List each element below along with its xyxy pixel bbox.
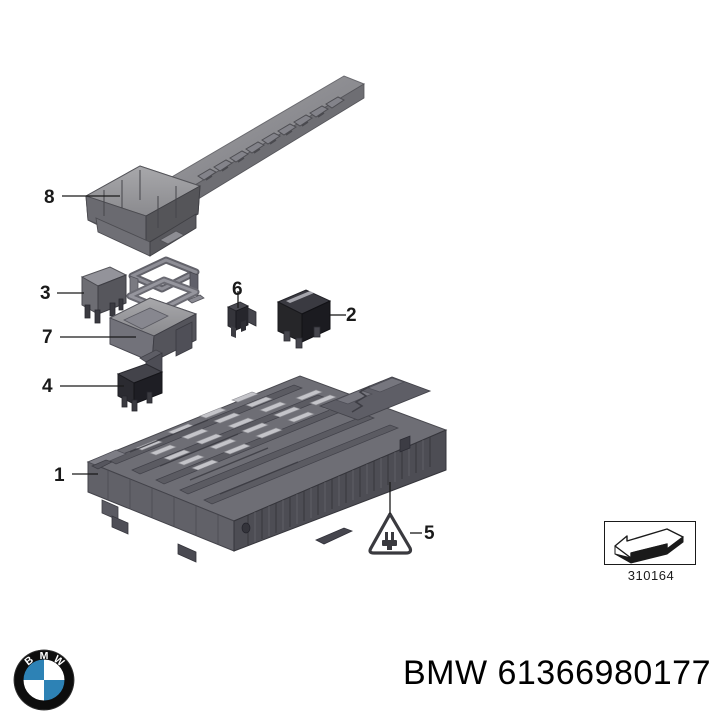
- diagram-canvas: [57, 75, 448, 563]
- callout-number-6: 6: [232, 279, 243, 300]
- hand-pointer-icon: [614, 528, 684, 564]
- drawing-id-text: 310164: [627, 568, 675, 583]
- callout-leader-lines: [57, 195, 422, 534]
- symbol-connector-triangle: [368, 512, 413, 555]
- drawing-id-frame: [604, 521, 696, 565]
- svg-text:M: M: [40, 650, 49, 662]
- callout-number-5: 5: [424, 523, 435, 544]
- part-number-text: BMW 61366980177: [402, 654, 711, 692]
- part-relay-grey: [80, 266, 128, 324]
- part-relay-bracket: [108, 256, 205, 387]
- callout-number-8: 8: [44, 187, 55, 208]
- callout-number-3: 3: [40, 283, 51, 304]
- part-blade-fuse: [226, 301, 257, 338]
- part-fuse-carrier-cover: [84, 75, 366, 257]
- callout-number-2: 2: [346, 305, 357, 326]
- exploded-parts-diagram: 1 2 3 4 5 6 7 8 310164: [40, 75, 698, 583]
- part-fuse-box-housing: [86, 375, 448, 563]
- drawing-id-block: 310164: [604, 521, 698, 583]
- bmw-roundel-logo: B M W: [13, 649, 75, 711]
- callout-number-1: 1: [54, 465, 65, 486]
- callout-number-7: 7: [42, 327, 53, 348]
- part-relay-black-cube: [276, 289, 332, 349]
- footer-bar: B M W BMW 61366980177: [0, 640, 720, 720]
- callout-number-4: 4: [42, 376, 53, 397]
- part-relay-black-small: [116, 363, 164, 412]
